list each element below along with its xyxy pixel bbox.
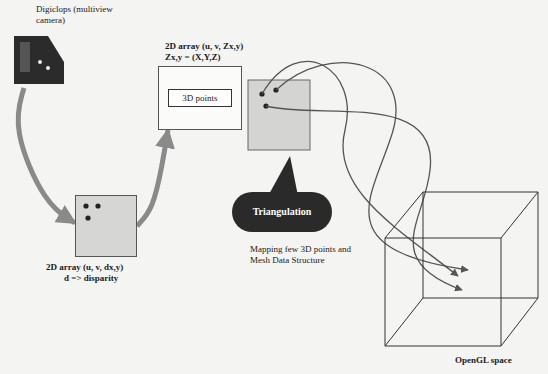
opengl-cube: OpenGL space — [383, 186, 541, 354]
point-dots — [76, 196, 136, 256]
array-heading: 2D array (u, v, Zx,y)Zx,y = (X,Y,Z) — [165, 41, 243, 63]
camera-figure: Digiclops (multiview camera) — [8, 4, 120, 88]
callout-pointer — [268, 156, 298, 196]
flow-arrow — [18, 88, 75, 223]
array-caption-line: d => disparity — [46, 273, 123, 284]
cube-wireframe — [383, 186, 541, 354]
space-caption: OpenGL space — [455, 355, 512, 366]
node-text: Triangulation — [253, 206, 312, 218]
array-heading-line: Zx,y = (X,Y,Z) — [165, 52, 243, 63]
flow-arrow — [137, 130, 168, 226]
mapping-arrow — [262, 61, 458, 276]
points-box: 3D points — [168, 89, 232, 107]
mapping-arrow — [276, 63, 468, 270]
space-label: OpenGL space — [455, 355, 512, 366]
disparity-image: 2D array (u, v, dx,y)d => disparity — [75, 195, 137, 257]
array-caption-line: 2D array (u, v, dx,y) — [46, 262, 123, 273]
array-heading-line: 2D array (u, v, Zx,y) — [165, 41, 243, 52]
camera-icon — [10, 32, 70, 88]
callout-bubble: Triangulation — [232, 192, 332, 232]
array-panel: 2D array (u, v, Zx,y)Zx,y = (X,Y,Z)3D po… — [158, 66, 242, 130]
device-label: Digiclops (multiview camera) — [8, 4, 132, 26]
array-caption: 2D array (u, v, dx,y)d => disparity — [46, 262, 123, 284]
node-text: 3D points — [182, 93, 217, 104]
note-text: Mapping few 3D points and Mesh Data Stru… — [250, 244, 368, 267]
depth-image — [248, 80, 310, 150]
